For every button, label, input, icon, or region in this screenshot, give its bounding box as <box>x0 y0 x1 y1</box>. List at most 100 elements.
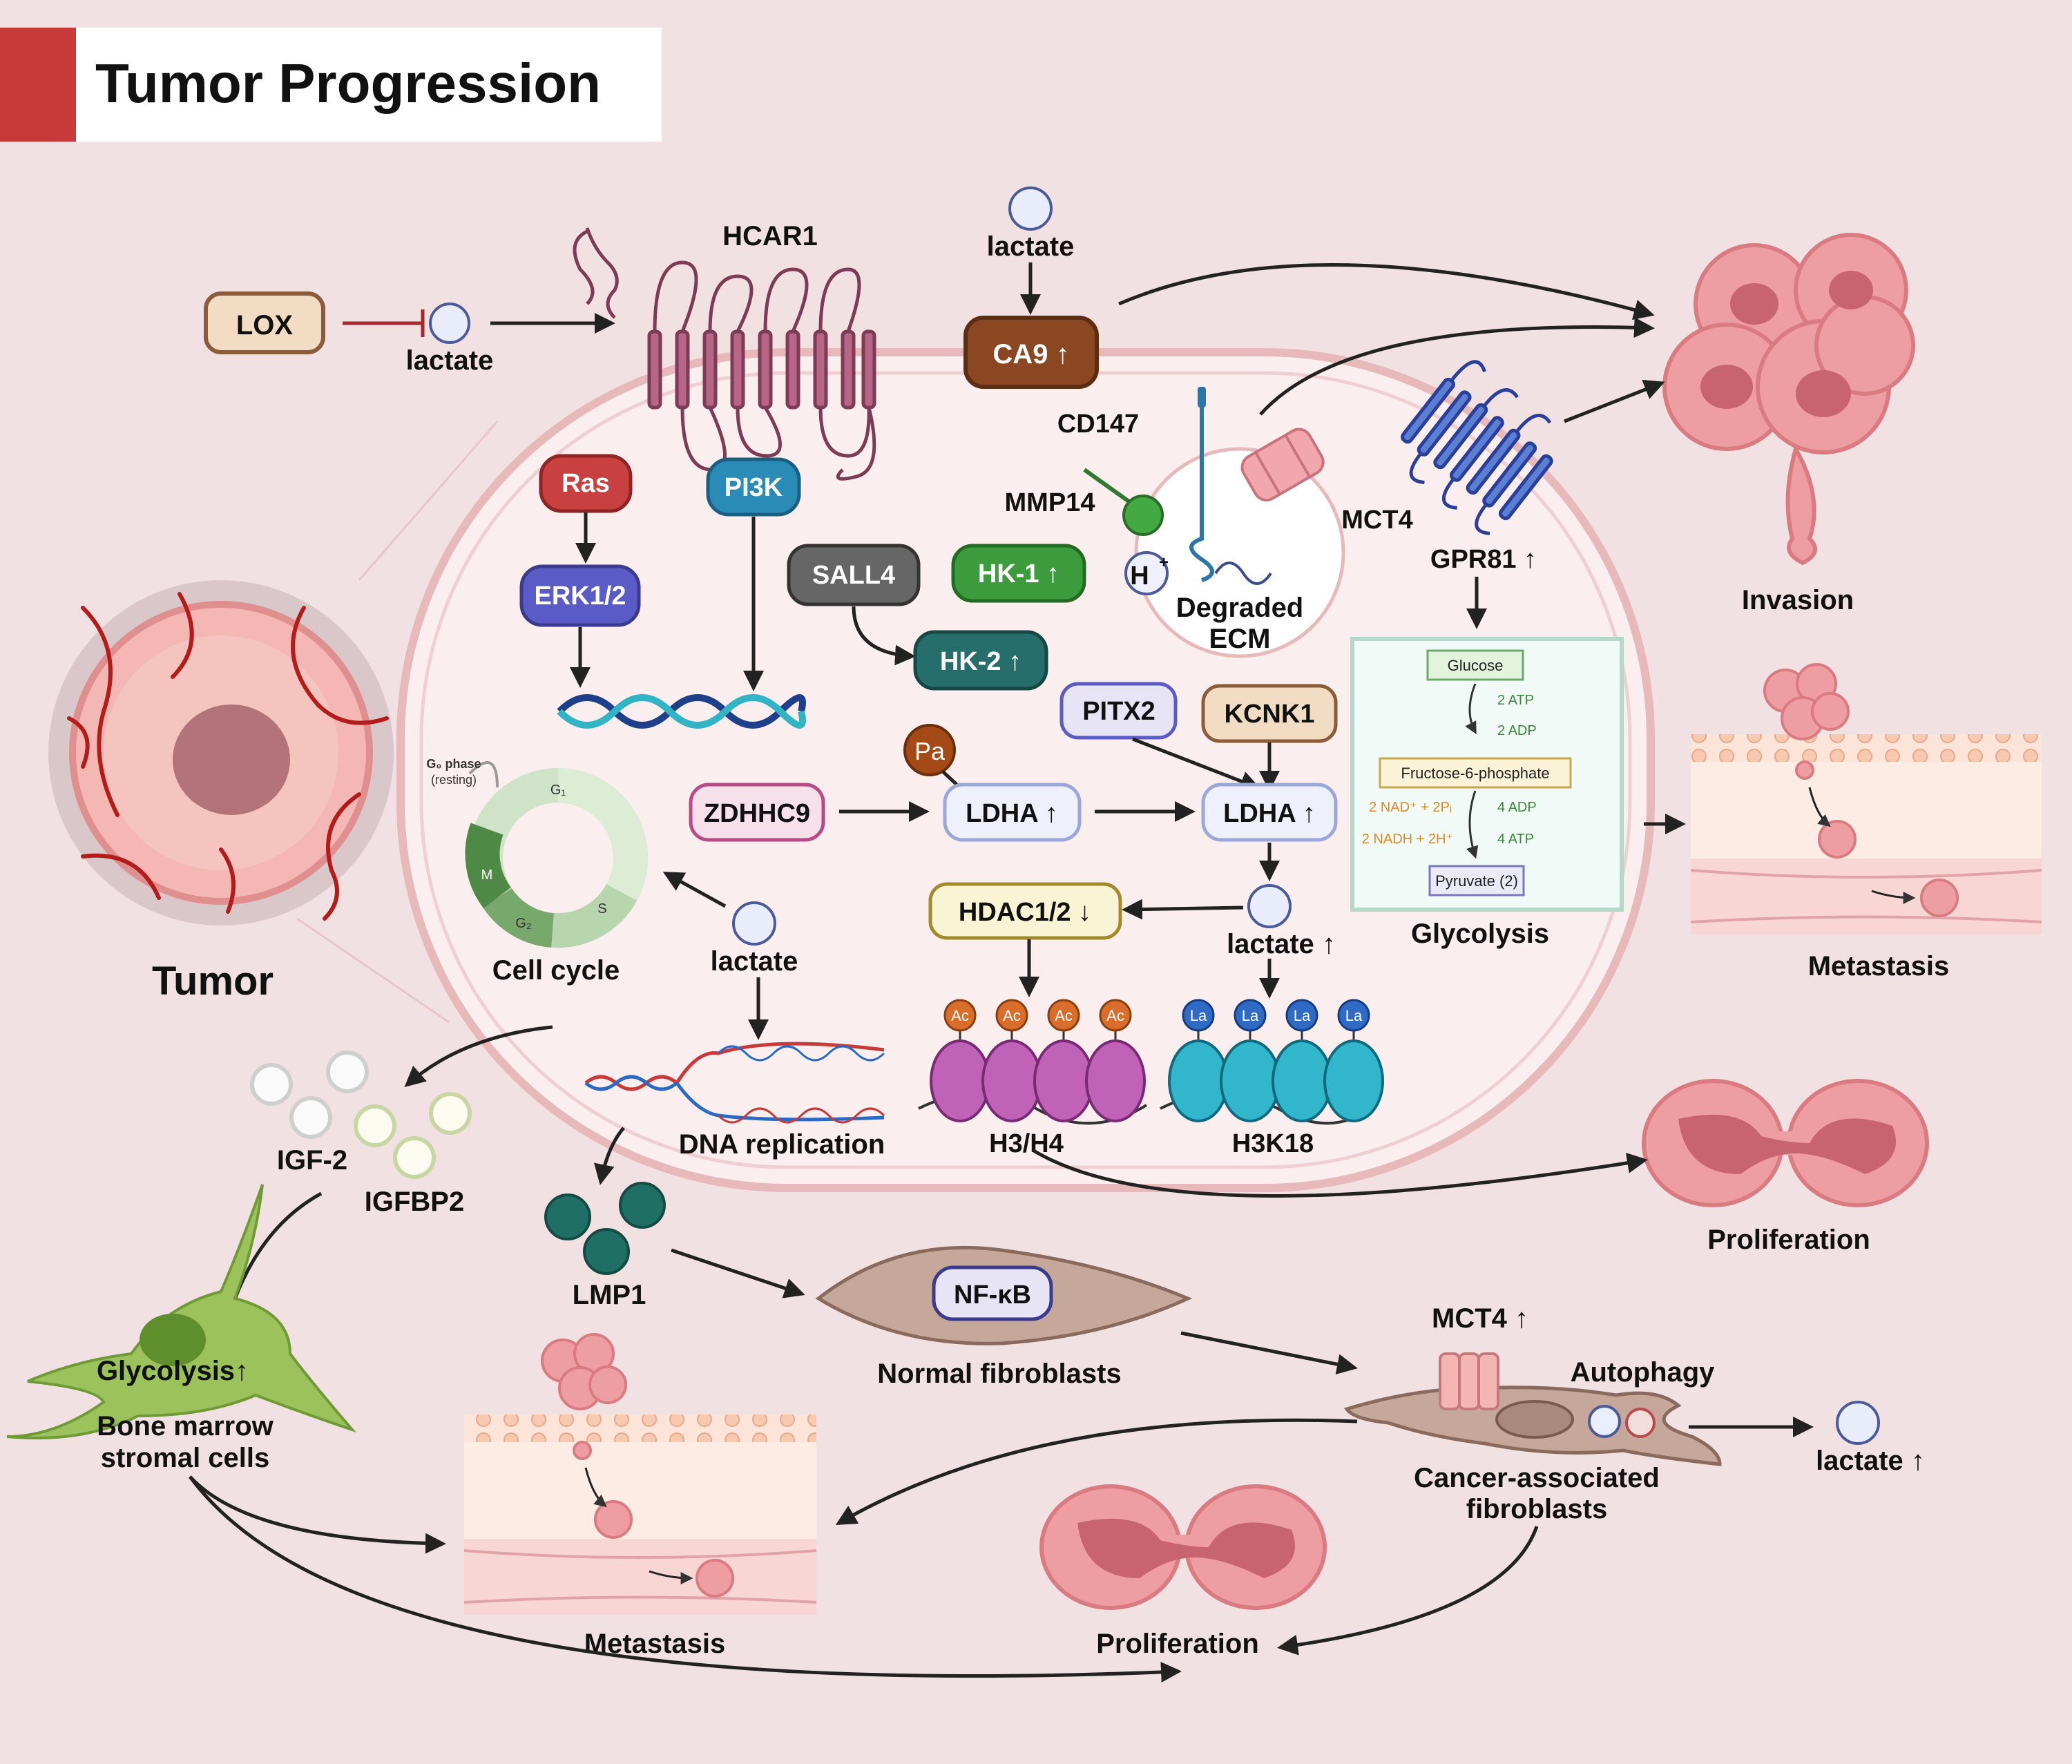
la-mark-4: La <box>1345 1007 1363 1024</box>
svg-text:SALL4: SALL4 <box>812 561 895 590</box>
svg-text:CA9 ↑: CA9 ↑ <box>992 339 1069 370</box>
arrow-gpr81-invasion <box>1564 379 1665 423</box>
proliferation-bottom-label: Proliferation <box>1096 1629 1259 1659</box>
bmsc-cell <box>6 1184 357 1439</box>
svg-text:Ras: Ras <box>562 469 610 498</box>
autophagy-label: Autophagy <box>1571 1357 1716 1388</box>
svg-text:H: H <box>1130 562 1149 591</box>
svg-text:LDHA ↑: LDHA ↑ <box>966 799 1058 828</box>
igfbp2-label: IGFBP2 <box>365 1187 464 1217</box>
igf2-molecules <box>250 1051 369 1139</box>
lmp1-label: LMP1 <box>573 1280 646 1310</box>
lox-node: LOX <box>204 291 325 354</box>
arrow-lactate-hdac <box>1122 899 1244 920</box>
pa-node: Pa <box>903 724 956 776</box>
svg-text:2 NADH + 2H⁺: 2 NADH + 2H⁺ <box>1362 832 1453 847</box>
svg-text:ERK1/2: ERK1/2 <box>534 582 626 611</box>
metastasis-bottom-panel <box>463 1333 817 1615</box>
lactate-top-molecule <box>1008 186 1053 231</box>
caf-label-1: Cancer-associated <box>1414 1463 1660 1493</box>
arrow-lactate-cellcycle <box>662 872 727 908</box>
dna-replication-label: DNA replication <box>679 1129 885 1160</box>
invasion-cluster <box>1662 233 1915 566</box>
proliferation-right <box>1642 1079 1929 1207</box>
caf-lactate-molecule <box>1836 1401 1880 1445</box>
mct4-label: MCT4 <box>1341 506 1412 535</box>
svg-text:M: M <box>481 867 493 883</box>
normal-fibroblast: NF-κB <box>815 1245 1193 1345</box>
glycolysis-caption: Glycolysis <box>1411 919 1549 949</box>
erk-node: ERK1/2 <box>519 564 641 627</box>
cell-cycle-caption: Cell cycle <box>492 955 620 986</box>
hk1-node: HK-1 ↑ <box>951 544 1086 603</box>
svg-text:G₂: G₂ <box>515 916 531 931</box>
svg-text:G₁: G₁ <box>550 783 566 798</box>
arrow-cell-lmp1 <box>594 1127 625 1185</box>
ldha1-node: LDHA ↑ <box>943 783 1082 842</box>
svg-text:ZDHHC9: ZDHHC9 <box>704 799 810 828</box>
lactate-cc-molecule <box>732 901 776 946</box>
arrow-caf-proliferation <box>1277 1526 1539 1656</box>
arrow-bmsc-metastasis <box>189 1475 446 1554</box>
svg-text:G₀ phase: G₀ phase <box>426 757 481 771</box>
svg-text:S: S <box>597 901 606 917</box>
svg-text:+: + <box>1159 553 1169 572</box>
caf-mct4-label: MCT4 ↑ <box>1432 1303 1528 1334</box>
svg-text:4 ADP: 4 ADP <box>1497 800 1537 815</box>
gpr81-label: GPR81 ↑ <box>1430 545 1537 574</box>
arrow-lmp1-fibroblast <box>671 1248 805 1298</box>
header: Tumor Progression <box>0 28 662 142</box>
hcar1-receptor <box>573 227 876 481</box>
kcnk1-node: KCNK1 <box>1201 684 1338 743</box>
mmp14-label: MMP14 <box>1005 488 1095 517</box>
arrow-pitx2-ldha <box>1132 737 1261 792</box>
svg-text:HK-2 ↑: HK-2 ↑ <box>940 647 1021 676</box>
svg-text:Fructose-6-phosphate: Fructose-6-phosphate <box>1401 765 1549 782</box>
h3k18-label: H3K18 <box>1232 1129 1314 1158</box>
lactate-up-label: lactate ↑ <box>1227 929 1336 959</box>
lactate-ext-label: lactate <box>406 345 494 376</box>
proliferation-bottom <box>1039 1484 1327 1610</box>
svg-text:HDAC1/2 ↓: HDAC1/2 ↓ <box>959 898 1091 927</box>
bmsc-label-2: stromal cells <box>101 1443 270 1473</box>
la-mark-2: La <box>1242 1007 1259 1024</box>
glycolysis-box: Glucose 2 ATP 2 ADP Fructose-6-phosphate… <box>1350 637 1624 912</box>
gpr81-receptor <box>1401 360 1553 535</box>
lactate-top-label: lactate <box>987 231 1075 262</box>
hk2-node: HK-2 ↑ <box>913 630 1048 691</box>
arrow-cell-igf2 <box>404 1025 553 1087</box>
pitx2-node: PITX2 <box>1059 682 1178 740</box>
ca9-node: CA9 ↑ <box>963 316 1099 389</box>
arrow-bmsc-proliferation <box>188 1475 1182 1682</box>
svg-text:PITX2: PITX2 <box>1082 697 1155 726</box>
svg-text:PI3K: PI3K <box>725 473 783 502</box>
arrow-sall4-hk2 <box>852 606 916 666</box>
svg-text:Glucose: Glucose <box>1448 657 1504 674</box>
nfkb-label: NF-κB <box>954 1281 1031 1310</box>
arrow-ca9-invasion <box>1118 263 1655 320</box>
arrow-cd147-invasion <box>1259 317 1655 416</box>
svg-text:LOX: LOX <box>236 310 294 341</box>
hdac-node: HDAC1/2 ↓ <box>928 882 1122 940</box>
svg-text:4 ATP: 4 ATP <box>1497 832 1534 847</box>
proliferation-right-label: Proliferation <box>1707 1225 1870 1255</box>
svg-text:LDHA ↑: LDHA ↑ <box>1223 799 1316 828</box>
caf-label-2: fibroblasts <box>1466 1494 1607 1524</box>
arrow-h3h4-proliferation <box>1031 1148 1648 1198</box>
zoom-lines <box>296 421 499 1024</box>
svg-text:Pyruvate (2): Pyruvate (2) <box>1435 872 1518 890</box>
svg-text:2 ADP: 2 ADP <box>1497 723 1537 738</box>
svg-text:(resting): (resting) <box>431 773 477 787</box>
ecm-panel: H + <box>1083 387 1345 658</box>
svg-text:2 ATP: 2 ATP <box>1497 693 1534 708</box>
lmp1-molecules <box>544 1182 666 1275</box>
zdhhc9-node: ZDHHC9 <box>689 783 825 842</box>
caf-cell <box>1344 1352 1722 1466</box>
header-accent <box>0 28 76 142</box>
sall4-node: SALL4 <box>787 544 921 606</box>
cell-cycle-ring: G₀ phase (resting) G₁ S G₂ M <box>426 757 648 948</box>
hcar1-label: HCAR1 <box>722 221 818 251</box>
degraded-label: Degraded <box>1176 593 1304 623</box>
la-mark-1: La <box>1190 1007 1207 1024</box>
pi3k-node: PI3K <box>706 457 801 517</box>
